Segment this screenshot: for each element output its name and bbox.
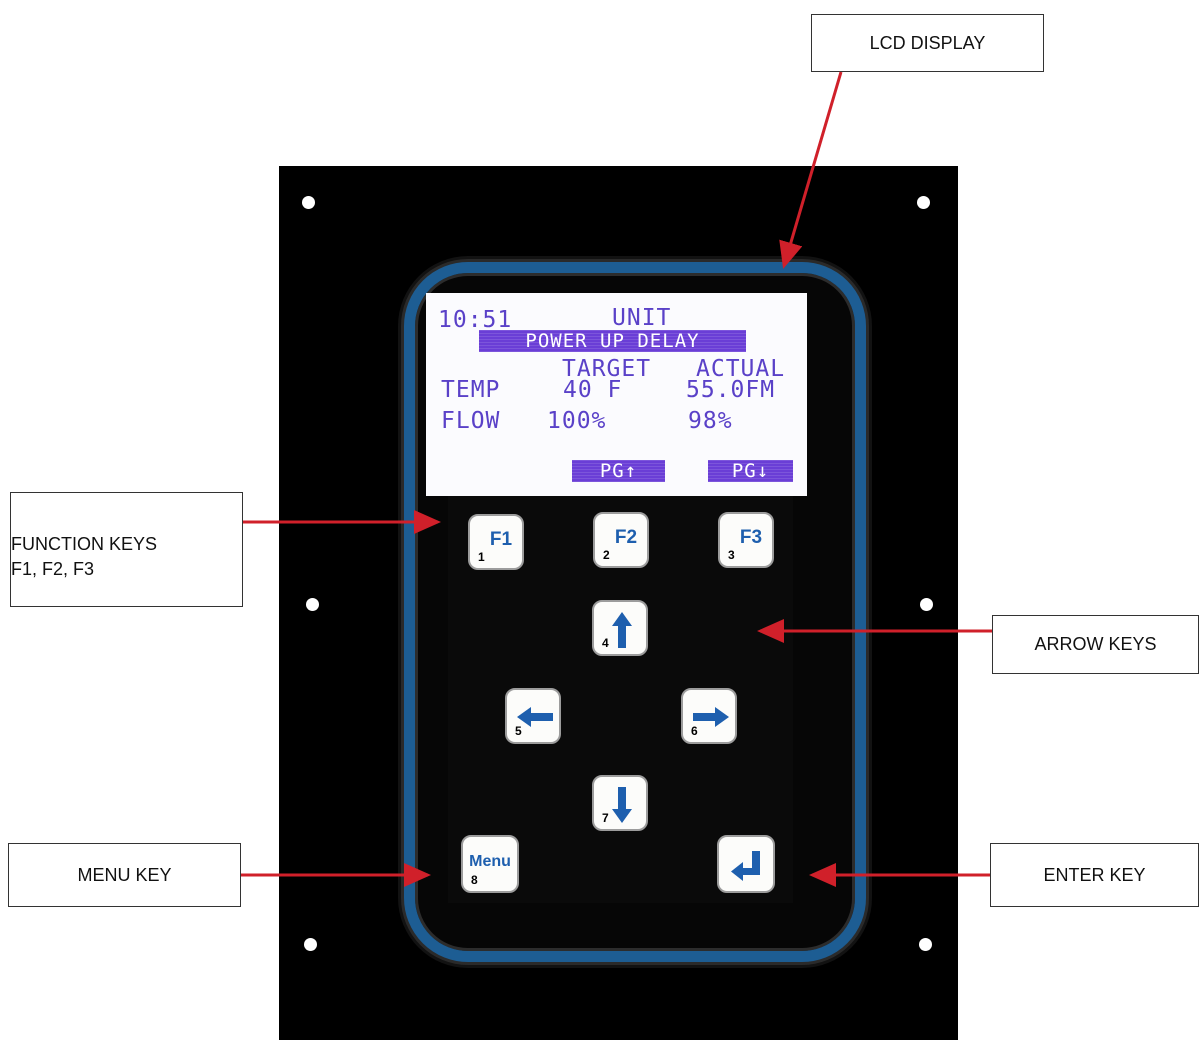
callout-enter-key-text: ENTER KEY: [1043, 864, 1146, 885]
lcd-mode: UNIT: [612, 305, 672, 331]
f1-key-number: 1: [478, 550, 485, 564]
callout-arrow-keys-text: ARROW KEYS: [1034, 634, 1157, 655]
menu-key-number: 8: [471, 873, 478, 887]
callout-menu-key: MENU KEY: [8, 843, 241, 907]
enter-return-icon: [731, 851, 760, 881]
callout-function-keys-line1: FUNCTION KEYS: [11, 534, 158, 555]
screw-middle-left: [306, 598, 319, 611]
lcd-time: 10:51: [438, 307, 513, 333]
f3-key-label: F3: [739, 527, 763, 548]
left-arrow-key[interactable]: 5: [505, 688, 561, 744]
up-arrow-key-number: 4: [602, 636, 609, 650]
f2-key-label: F2: [614, 527, 638, 548]
callout-lcd-display-text: LCD DISPLAY: [869, 32, 986, 53]
down-arrow-key[interactable]: 7: [592, 775, 648, 831]
f3-key[interactable]: F3 3: [718, 512, 774, 568]
right-arrow-key-number: 6: [691, 724, 698, 738]
up-arrow-key[interactable]: 4: [592, 600, 648, 656]
arrow-lcd-display: [779, 71, 843, 269]
enter-key[interactable]: [717, 835, 775, 893]
f2-key-number: 2: [603, 548, 610, 562]
right-arrow-key[interactable]: 6: [681, 688, 737, 744]
f2-key[interactable]: F2 2: [593, 512, 649, 568]
arrow-left-icon: [517, 707, 553, 727]
callout-menu-key-text: MENU KEY: [77, 864, 172, 885]
lcd-softkey-page-down: PG↓: [708, 460, 793, 482]
lcd-status-banner: POWER UP DELAY: [479, 330, 746, 352]
callout-function-keys-line2: F1, F2, F3: [11, 558, 95, 579]
f3-key-number: 3: [728, 548, 735, 562]
lcd-flow-target: 100%: [547, 408, 607, 434]
f1-key-label: F1: [489, 529, 513, 550]
menu-key[interactable]: Menu 8: [461, 835, 519, 893]
lcd-temp-actual: 55.0FM: [686, 377, 776, 403]
lcd-flow-label: FLOW: [441, 408, 501, 434]
lcd-softkey-page-up: PG↑: [572, 460, 665, 482]
callout-lcd-display: LCD DISPLAY: [811, 14, 1044, 72]
f1-key[interactable]: F1 1: [468, 514, 524, 570]
arrow-down-icon: [612, 787, 632, 823]
screw-bottom-left: [304, 938, 317, 951]
callout-function-keys: FUNCTION KEYS F1, F2, F3: [10, 492, 243, 607]
callout-enter-key: ENTER KEY: [990, 843, 1199, 907]
lcd-display: 10:51 UNIT POWER UP DELAY TARGET ACTUAL …: [426, 293, 807, 496]
lcd-temp-target: 40 F: [563, 377, 623, 403]
lcd-col-actual: ACTUAL: [696, 356, 786, 382]
left-arrow-key-number: 5: [515, 724, 522, 738]
screw-top-left: [302, 196, 315, 209]
menu-key-label: Menu: [469, 853, 511, 870]
lcd-flow-actual: 98%: [688, 408, 733, 434]
screw-bottom-right: [919, 938, 932, 951]
down-arrow-key-number: 7: [602, 811, 609, 825]
callout-arrow-keys: ARROW KEYS: [992, 615, 1199, 674]
lcd-temp-label: TEMP: [441, 377, 501, 403]
arrow-right-icon: [693, 707, 729, 727]
lcd-col-target: TARGET: [562, 356, 652, 382]
arrow-up-icon: [612, 612, 632, 648]
screw-middle-right: [920, 598, 933, 611]
screw-top-right: [917, 196, 930, 209]
